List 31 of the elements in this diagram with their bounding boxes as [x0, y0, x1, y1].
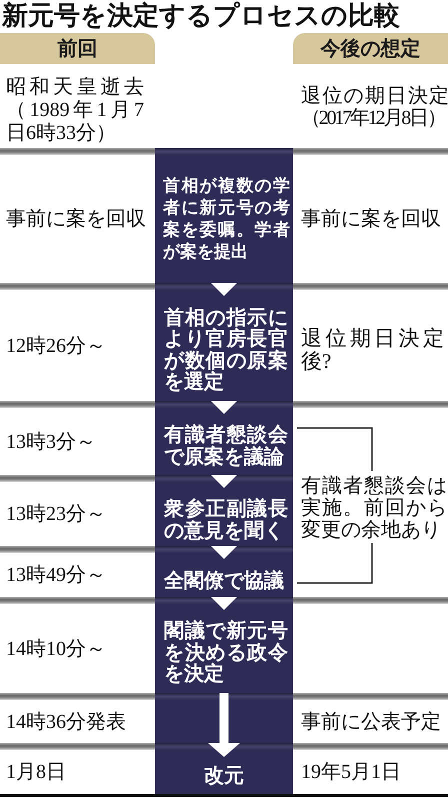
flow-arrow	[211, 546, 237, 559]
diagram-title: 新元号を決定するプロセスの比較	[2, 1, 400, 31]
time-label: 13時49分～	[6, 564, 106, 586]
event-text: 退位の期日決定（2017年12月8日）	[301, 85, 447, 129]
event-text: 退位期日決定後?	[301, 327, 444, 373]
time-label: 14時10分～	[6, 638, 106, 660]
flow-arrow	[208, 693, 240, 757]
process-step: 首相の指示により官房長官が数個の原案を選定	[155, 290, 293, 401]
process-step: 衆参正副議長の意見を聞く	[155, 482, 293, 546]
date-label: 1月8日	[6, 761, 66, 783]
process-step: 有識者懇談会で原案を議論	[155, 408, 293, 475]
event-text: 事前に公表予定	[301, 710, 441, 732]
flow-arrow	[211, 475, 237, 488]
process-step: 首相が複数の学者に新元号の考案を委嘱。学者が案を提出	[155, 155, 293, 283]
date-label: 19年5月1日	[301, 761, 401, 783]
flow-arrow	[211, 283, 237, 296]
process-step: 閣議で新元号を決める政令を決定	[155, 604, 293, 693]
time-label: 13時3分～	[6, 430, 96, 452]
flow-arrow	[211, 597, 237, 610]
time-label: 14時36分発表	[6, 710, 126, 732]
time-label: 12時26分～	[6, 334, 106, 356]
flow-arrow	[211, 401, 237, 414]
event-text: 事前に案を回収	[6, 208, 146, 230]
event-text: 昭和天皇逝去（1989年1月7日6時33分）	[6, 76, 144, 144]
process-step: 全閣僚で協議	[155, 553, 293, 597]
column-header-tab: 前回	[0, 33, 155, 64]
process-step: 改元	[155, 750, 293, 794]
column-header-tab: 今後の想定	[293, 33, 448, 64]
time-label: 13時23分～	[6, 503, 106, 525]
bracket-note: 有識者懇談会は実施。前回から変更の余地あり	[301, 475, 447, 541]
event-text: 事前に案を回収	[301, 208, 441, 230]
